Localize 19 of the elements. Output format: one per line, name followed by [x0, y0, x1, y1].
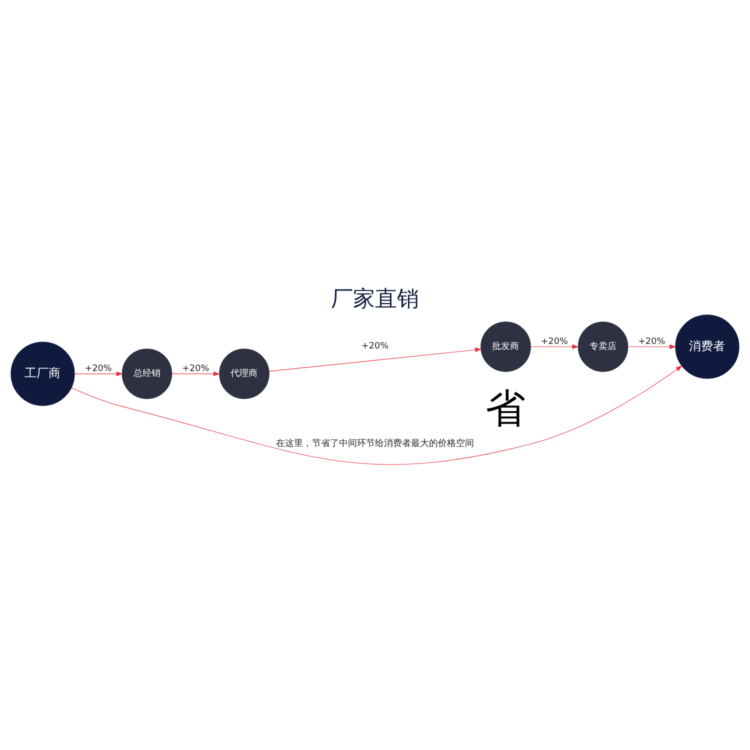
edge-label: +20%: [182, 363, 210, 374]
arrow: [628, 344, 676, 349]
edge-label: 在这里，节省了中间环节给消费者最大的价格空间: [276, 438, 474, 449]
arrow: [530, 344, 579, 349]
node-circle: 批发商: [480, 321, 531, 372]
edge-label: +20%: [84, 363, 112, 374]
arrow: [74, 371, 123, 376]
arrow: [172, 371, 220, 376]
node-circle: 总经销: [122, 348, 172, 398]
node-circle: 工厂商: [10, 341, 75, 406]
arrow: [268, 347, 482, 372]
edge-label: +20%: [540, 336, 568, 346]
edge-label: +20%: [361, 340, 389, 351]
label: 省: [486, 385, 526, 432]
edge-label: +20%: [638, 336, 666, 346]
arrow: [71, 364, 682, 464]
node-circle: 代理商: [219, 348, 270, 398]
diagram-title: 厂家直销: [331, 286, 419, 312]
node-circle: 专卖店: [578, 321, 628, 372]
